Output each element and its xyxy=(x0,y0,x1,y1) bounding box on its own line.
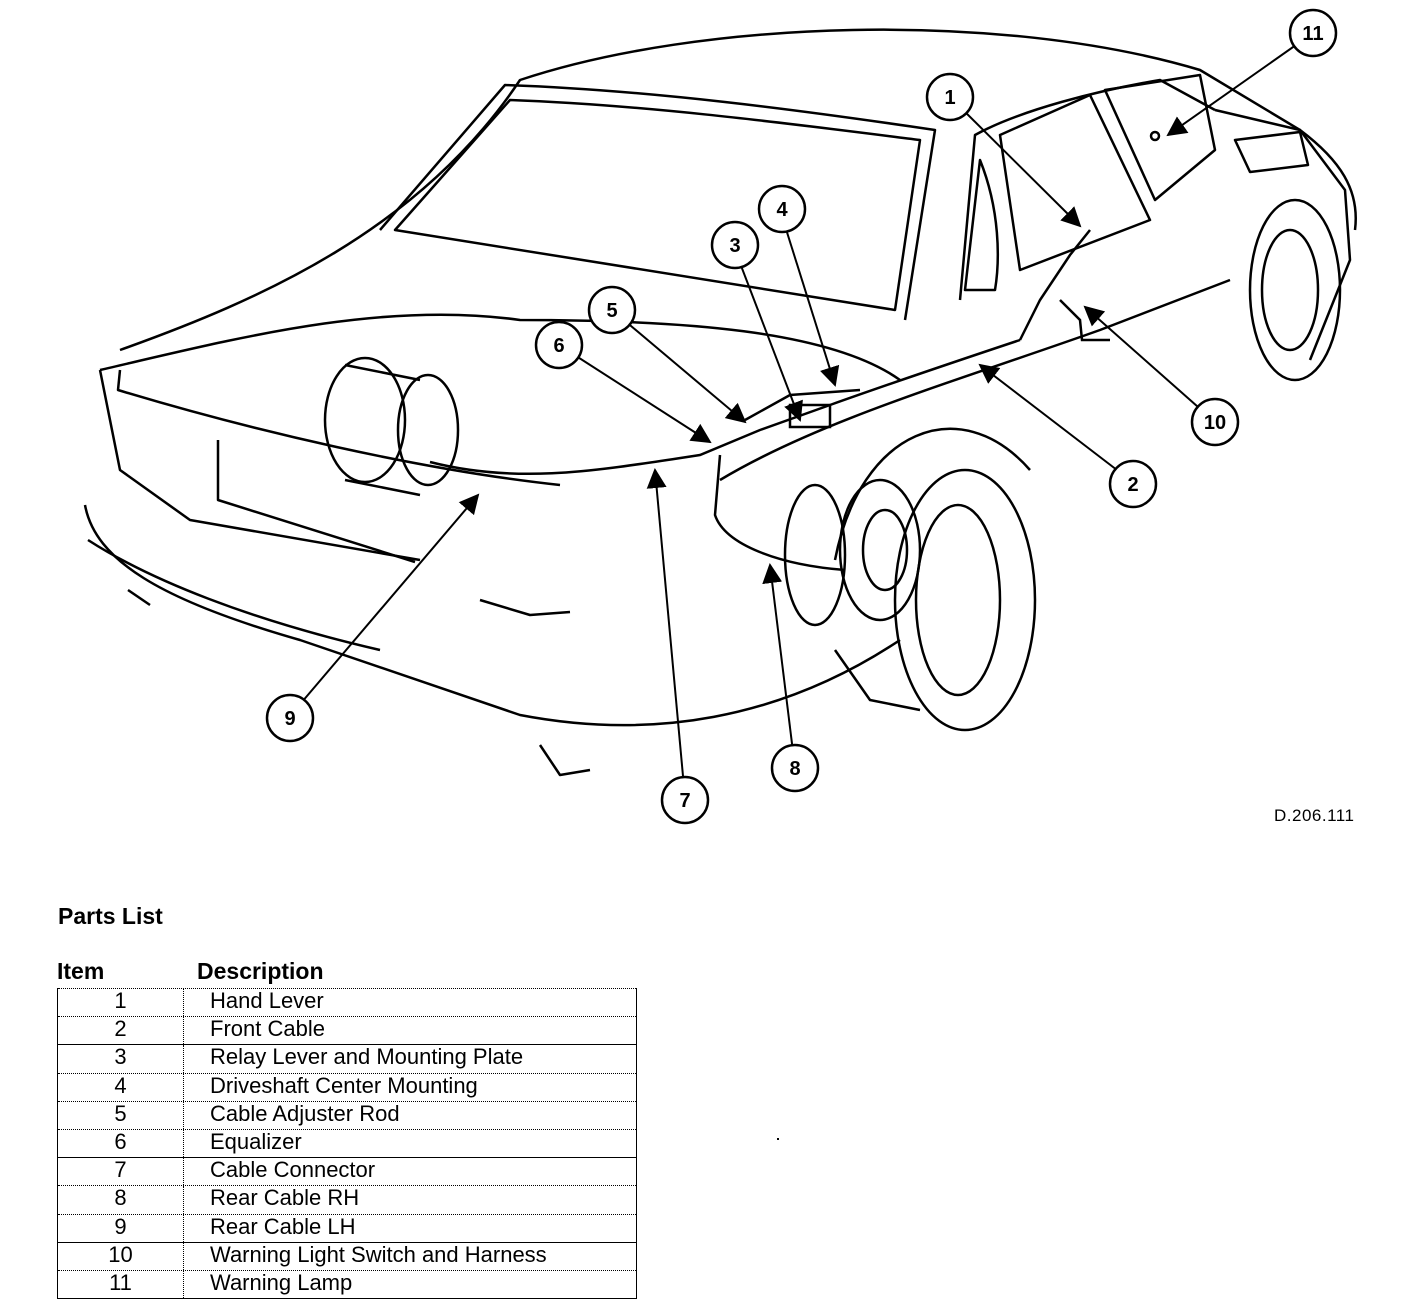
table-row: 4 Driveshaft Center Mounting xyxy=(58,1072,636,1101)
leader-5 xyxy=(611,309,747,424)
table-row: 11 Warning Lamp xyxy=(58,1269,636,1300)
leader-7 xyxy=(646,468,686,799)
leader-4 xyxy=(779,209,840,387)
leader-8 xyxy=(762,563,796,769)
row-description: Warning Lamp xyxy=(210,1269,353,1295)
leader-2 xyxy=(978,363,1131,481)
callout-9: 9 xyxy=(265,693,315,743)
svg-text:4: 4 xyxy=(776,199,788,221)
callout-7: 7 xyxy=(660,775,710,825)
parts-list-header: Item Description xyxy=(57,958,637,988)
callout-2: 2 xyxy=(1108,459,1158,509)
row-description: Warning Light Switch and Harness xyxy=(210,1241,547,1267)
table-row: 1 Hand Lever xyxy=(58,988,636,1017)
row-description: Cable Connector xyxy=(210,1157,376,1183)
table-row: 8 Rear Cable RH xyxy=(58,1185,636,1214)
header-description: Description xyxy=(197,958,324,984)
table-row: 5 Cable Adjuster Rod xyxy=(58,1100,636,1129)
row-description: Hand Lever xyxy=(210,988,324,1013)
row-item: 1 xyxy=(114,988,127,1013)
callout-10: 10 xyxy=(1190,397,1240,447)
brake-cables xyxy=(429,130,1161,572)
row-description: Equalizer xyxy=(210,1128,302,1154)
row-item: 11 xyxy=(109,1269,132,1295)
callout-11: 11 xyxy=(1288,8,1338,58)
svg-text:8: 8 xyxy=(789,758,800,780)
svg-text:11: 11 xyxy=(1302,23,1323,45)
row-description: Cable Adjuster Rod xyxy=(210,1100,400,1126)
row-item: 2 xyxy=(114,1016,127,1042)
svg-text:3: 3 xyxy=(729,235,740,257)
brake-drum-left xyxy=(323,356,460,497)
callout-1: 1 xyxy=(925,72,975,122)
parts-list-table: Item Description 1 Hand Lever 2 Front Cabl… xyxy=(57,958,637,1300)
row-description: Driveshaft Center Mounting xyxy=(210,1072,478,1098)
row-item: 5 xyxy=(114,1100,127,1126)
row-description: Front Cable xyxy=(210,1016,325,1042)
callouts: 1 2 3 4 5 6 7 8 9 10 11 xyxy=(265,8,1338,825)
parts-list-rows: 1 Hand Lever 2 Front Cable 3 Relay Lever an… xyxy=(57,988,637,1300)
row-description: Rear Cable LH xyxy=(210,1213,356,1239)
callout-8: 8 xyxy=(770,743,820,793)
svg-text:5: 5 xyxy=(606,300,617,322)
row-item: 10 xyxy=(108,1241,133,1267)
row-item: 8 xyxy=(114,1185,127,1211)
leader-10 xyxy=(1083,305,1216,423)
svg-text:6: 6 xyxy=(553,335,564,357)
table-row: 10 Warning Light Switch and Harness xyxy=(58,1241,636,1270)
brake-drum-right xyxy=(783,478,922,627)
svg-text:9: 9 xyxy=(284,708,295,730)
leader-lines xyxy=(289,32,1314,799)
svg-text:1: 1 xyxy=(944,87,955,109)
leader-3 xyxy=(734,249,803,422)
row-description: Rear Cable RH xyxy=(210,1185,360,1211)
table-row: 6 Equalizer xyxy=(58,1128,636,1158)
callout-4: 4 xyxy=(757,184,807,234)
car-body-outline xyxy=(83,28,1357,777)
row-item: 4 xyxy=(114,1072,127,1098)
leader-1 xyxy=(949,96,1082,228)
parts-list-title: Parts List xyxy=(58,903,163,929)
callout-5: 5 xyxy=(587,285,637,335)
row-item: 9 xyxy=(114,1213,127,1239)
leader-9 xyxy=(289,493,480,717)
parking-brake-diagram: 1 2 3 4 5 6 7 8 9 10 11 xyxy=(83,8,1357,825)
scan-speck xyxy=(777,1138,779,1140)
leader-6 xyxy=(558,344,712,444)
table-row: 3 Relay Lever and Mounting Plate xyxy=(58,1044,636,1073)
row-description: Relay Lever and Mounting Plate xyxy=(210,1044,524,1070)
svg-text:10: 10 xyxy=(1204,412,1226,434)
svg-text:7: 7 xyxy=(679,790,690,812)
row-item: 7 xyxy=(114,1157,127,1183)
header-item: Item xyxy=(57,958,105,984)
callout-3: 3 xyxy=(710,220,760,270)
row-item: 6 xyxy=(114,1128,127,1154)
leader-11 xyxy=(1166,32,1314,137)
table-row: 2 Front Cable xyxy=(58,1016,636,1045)
table-row: 7 Cable Connector xyxy=(58,1157,636,1186)
table-row: 9 Rear Cable LH xyxy=(58,1213,636,1242)
row-item: 3 xyxy=(114,1044,127,1070)
drawing-code: D.206.111 xyxy=(1274,806,1355,825)
svg-text:2: 2 xyxy=(1127,474,1138,496)
callout-6: 6 xyxy=(534,320,584,370)
